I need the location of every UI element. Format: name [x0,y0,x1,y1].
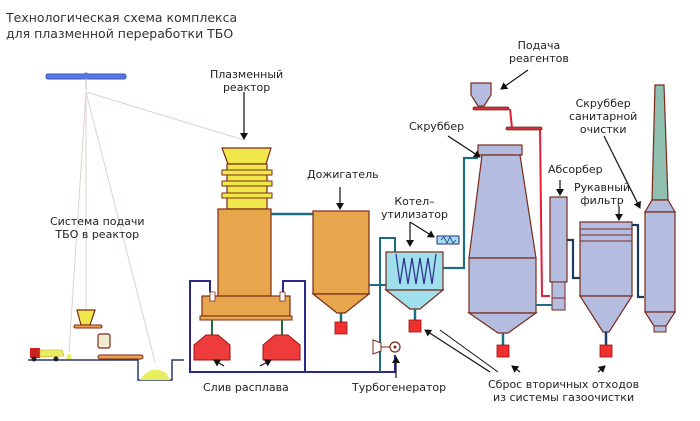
label-sanitary-line-2: санитарной [569,110,638,123]
label-melt-drain: Слив расплава [203,381,289,394]
crane [45,72,245,363]
bag-filter [578,221,634,358]
label-scrubber: Скруббер [409,120,465,133]
label-feed-system-line-1: Система подачи [50,215,145,228]
diagram-title: Технологическая схема комплекса для плаз… [6,10,237,42]
label-sanitary-scrubber: Скруббер санитарной очистки [569,97,637,136]
plasma-reactor [199,147,293,321]
label-reagent-line-2: реагентов [509,52,569,65]
absorber [536,196,568,311]
label-feed-system: Система подачи ТБО в реактор [50,215,145,241]
turbogenerator [372,339,401,355]
label-bag-filter-line-2: фильтр [580,194,624,207]
label-plasma-reactor-line-1: Плазменный [210,68,284,81]
label-turbogenerator: Турбогенератор [352,381,447,394]
title-line-1: Технологическая схема комплекса [6,10,238,25]
melt-drain [193,320,301,361]
afterburner [311,210,371,335]
pointer-arrows [213,69,641,378]
leader-line [439,329,499,373]
label-reagent-line-1: Подача [517,39,561,52]
label-secondary-line-1: Сброс вторичных отходов [488,378,640,391]
feed-system [28,309,184,381]
reagent-feed [470,82,550,297]
truck-icon [30,348,65,362]
scrubber [467,144,538,358]
label-sanitary-line-1: Скруббер [575,97,631,110]
label-boiler-line-2: утилизатор [381,208,448,221]
label-boiler-line-1: Котел– [394,195,435,208]
label-feed-system-line-2: ТБО в реактор [55,228,140,241]
label-reagent-feed: Подача реагентов [509,39,569,65]
label-sanitary-line-3: очистки [579,123,627,136]
sanitary-scrubber [643,84,677,333]
label-plasma-reactor: Плазменный реактор [210,68,283,94]
label-bag-filter: Рукавный фильтр [574,181,630,207]
label-absorber: Абсорбер [548,163,603,176]
label-waste-heat-boiler: Котел– утилизатор [381,195,448,221]
label-secondary-waste: Сброс вторичных отходов из системы газоо… [488,378,639,404]
label-secondary-line-2: из системы газоочистки [492,391,635,404]
waste-heat-boiler [384,235,460,333]
label-plasma-reactor-line-2: реактор [222,81,271,94]
label-afterburner: Дожигатель [307,168,379,181]
label-bag-filter-line-1: Рукавный [574,181,631,194]
title-line-2: для плазменной переработки ТБО [6,26,234,41]
